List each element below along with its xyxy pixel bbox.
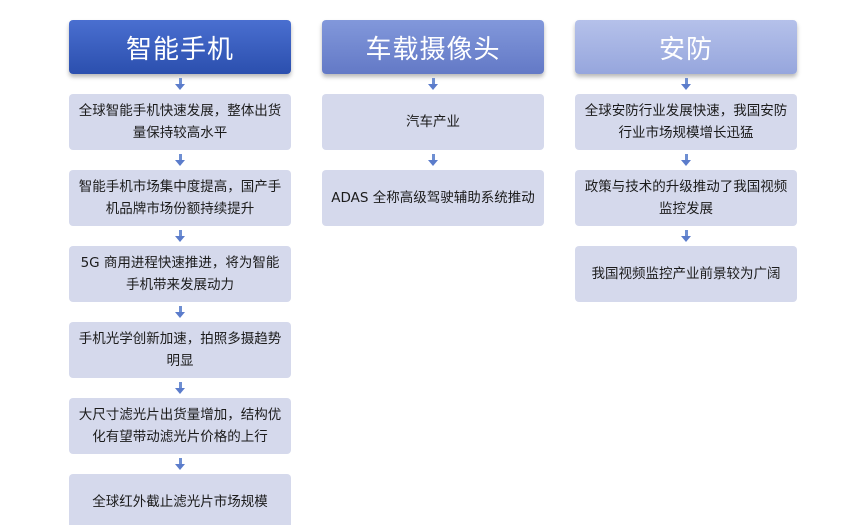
arrow-down-icon [575,226,797,246]
flow-box-smartphone-1: 全球智能手机快速发展，整体出货量保持较高水平 [69,94,291,150]
flow-box-security-1: 全球安防行业发展快速，我国安防行业市场规模增长迅猛 [575,94,797,150]
column-car-camera: 车载摄像头 汽车产业 ADAS 全称高级驾驶辅助系统推动 [322,20,544,226]
arrow-down-icon [69,454,291,474]
arrow-down-icon [575,150,797,170]
flow-box-car-2: ADAS 全称高级驾驶辅助系统推动 [322,170,544,226]
flow-box-smartphone-3: 5G 商用进程快速推进，将为智能手机带来发展动力 [69,246,291,302]
arrow-down-icon [69,226,291,246]
header-car-camera: 车载摄像头 [322,20,544,74]
header-security: 安防 [575,20,797,74]
flow-box-smartphone-6: 全球红外截止滤光片市场规模 [69,474,291,525]
arrow-down-icon [69,150,291,170]
arrow-down-icon [575,74,797,94]
flow-box-car-1: 汽车产业 [322,94,544,150]
flow-box-smartphone-2: 智能手机市场集中度提高，国产手机品牌市场份额持续提升 [69,170,291,226]
flow-box-security-3: 我国视频监控产业前景较为广阔 [575,246,797,302]
flow-box-smartphone-4: 手机光学创新加速，拍照多摄趋势明显 [69,322,291,378]
arrow-down-icon [69,302,291,322]
flow-box-security-2: 政策与技术的升级推动了我国视频监控发展 [575,170,797,226]
arrow-down-icon [69,74,291,94]
column-smartphone: 智能手机 全球智能手机快速发展，整体出货量保持较高水平 智能手机市场集中度提高，… [69,20,291,525]
arrow-down-icon [69,378,291,398]
header-smartphone: 智能手机 [69,20,291,74]
column-security: 安防 全球安防行业发展快速，我国安防行业市场规模增长迅猛 政策与技术的升级推动了… [575,20,797,302]
arrow-down-icon [322,150,544,170]
arrow-down-icon [322,74,544,94]
flow-box-smartphone-5: 大尺寸滤光片出货量增加，结构优化有望带动滤光片价格的上行 [69,398,291,454]
